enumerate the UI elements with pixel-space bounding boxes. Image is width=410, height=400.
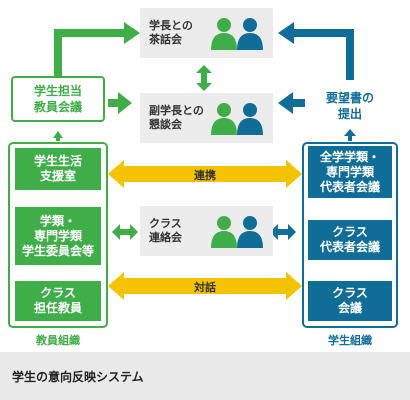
president-tea-party-box: 学長との 茶話会 [140,8,273,58]
student-frame-label: 学生組織 [328,334,372,347]
class-liaison-box: クラス 連絡会 [140,206,273,256]
vertical-double-arrowhead-down [196,83,212,91]
faculty-item-2: 学類・ 専門学類 学生委員会等 [15,207,101,265]
faculty-item-3: クラス 担任教員 [15,281,101,321]
diagram-area: 学長との 茶話会 副学長との 懇談会 クラス 連絡会 学生担当 教員会議 要望書… [8,8,398,347]
footer-title: 学生の意向反映システム [12,369,144,384]
vertical-double-arrowhead-up [196,65,212,73]
faculty-up-arrow-1 [53,131,63,138]
student-up-arrow-1-shaft [348,135,352,141]
liaison-blue-arrow-shaft [276,229,290,235]
faculty-head-box: 学生担当 教員会議 [11,76,105,122]
liaison-blue-arrowhead-right [288,224,296,240]
student-item-1: 全学学類・ 専門学類 代表者会議 [308,146,392,198]
faculty-item-1: 学生生活 支援室 [15,148,101,190]
people-icon [211,103,263,135]
green-arrowhead-2 [118,92,132,114]
blue-arrowhead-2 [278,92,293,114]
people-icon [211,18,263,50]
student-item-2: クラス 代表者会議 [308,220,392,260]
blue-arrow-shaft-2 [291,99,305,107]
green-elbow-arrowhead [124,22,140,44]
green-elbow-connector [54,29,128,76]
class-liaison-label: クラス 連絡会 [149,217,182,244]
student-up-arrow-1 [344,129,356,136]
liaison-green-arrowhead-right [130,224,138,240]
blue-elbow-arrowhead [278,22,294,44]
vertical-double-arrow-shaft [201,71,207,85]
vice-president-meeting-label: 副学長との 懇談会 [149,104,204,131]
liaison-green-arrowhead-left [112,224,120,240]
green-arrow-shaft-2 [108,99,120,107]
collab-label: 連携 [194,169,216,182]
blue-elbow-connector [290,29,354,80]
dialogue-arrow [108,272,302,300]
faculty-up-arrow-1-shaft [56,137,60,141]
collab-arrow [108,160,302,188]
liaison-blue-arrowhead-left [270,224,278,240]
faculty-frame-label: 教員組織 [36,334,80,347]
vice-president-meeting-box: 副学長との 懇談会 [140,93,273,143]
dialogue-label: 対話 [194,281,216,294]
liaison-green-arrow-shaft [118,229,132,235]
president-tea-party-label: 学長との 茶話会 [149,19,193,46]
footer-bar: 学生の意向反映システム [0,352,410,400]
student-item-3: クラス 会議 [308,281,392,321]
people-icon [211,216,263,248]
student-head-text: 要望書の 提出 [325,91,374,121]
